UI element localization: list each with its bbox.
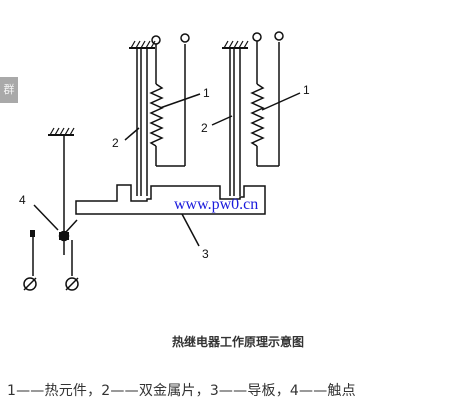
label-contact: 4 bbox=[19, 193, 26, 207]
leader-4 bbox=[33, 204, 59, 231]
guide-plate bbox=[75, 184, 266, 215]
leader-3 bbox=[181, 213, 200, 247]
left-bimetal-strip bbox=[136, 48, 142, 196]
leader-1-right bbox=[261, 92, 301, 111]
left-terminal-icon bbox=[180, 33, 190, 43]
contact-fixed-support-icon bbox=[47, 127, 75, 136]
figure-legend: 1——热元件，2——双金属片，3——导板，4——触点 bbox=[7, 383, 356, 399]
leader-2-left bbox=[124, 127, 140, 141]
label-heater-right: 1 bbox=[303, 83, 310, 97]
label-bimetal-right: 2 bbox=[201, 121, 208, 135]
contact-left-terminal-icon bbox=[23, 277, 37, 291]
right-bimetal-strip bbox=[229, 48, 235, 196]
left-heater-element bbox=[146, 33, 190, 196]
side-tag: 群 bbox=[0, 77, 18, 103]
left-fixed-support-icon bbox=[128, 40, 156, 49]
right-heater-element bbox=[239, 31, 284, 196]
right-terminal-icon bbox=[274, 31, 284, 41]
thermal-relay-diagram: 1 1 2 2 3 4 www.pw0.cn bbox=[19, 31, 310, 291]
label-heater-left: 1 bbox=[203, 86, 210, 100]
figure-caption: 热继电器工作原理示意图 bbox=[171, 335, 304, 349]
right-fixed-support-icon bbox=[221, 40, 249, 49]
label-bimetal-left: 2 bbox=[112, 136, 119, 150]
leader-2-right bbox=[211, 115, 233, 126]
leader-1-left bbox=[159, 93, 201, 109]
contact-right-terminal-icon bbox=[65, 277, 79, 291]
contact-link bbox=[65, 219, 78, 233]
label-guide-plate: 3 bbox=[202, 247, 209, 261]
watermark: www.pw0.cn bbox=[174, 196, 258, 213]
